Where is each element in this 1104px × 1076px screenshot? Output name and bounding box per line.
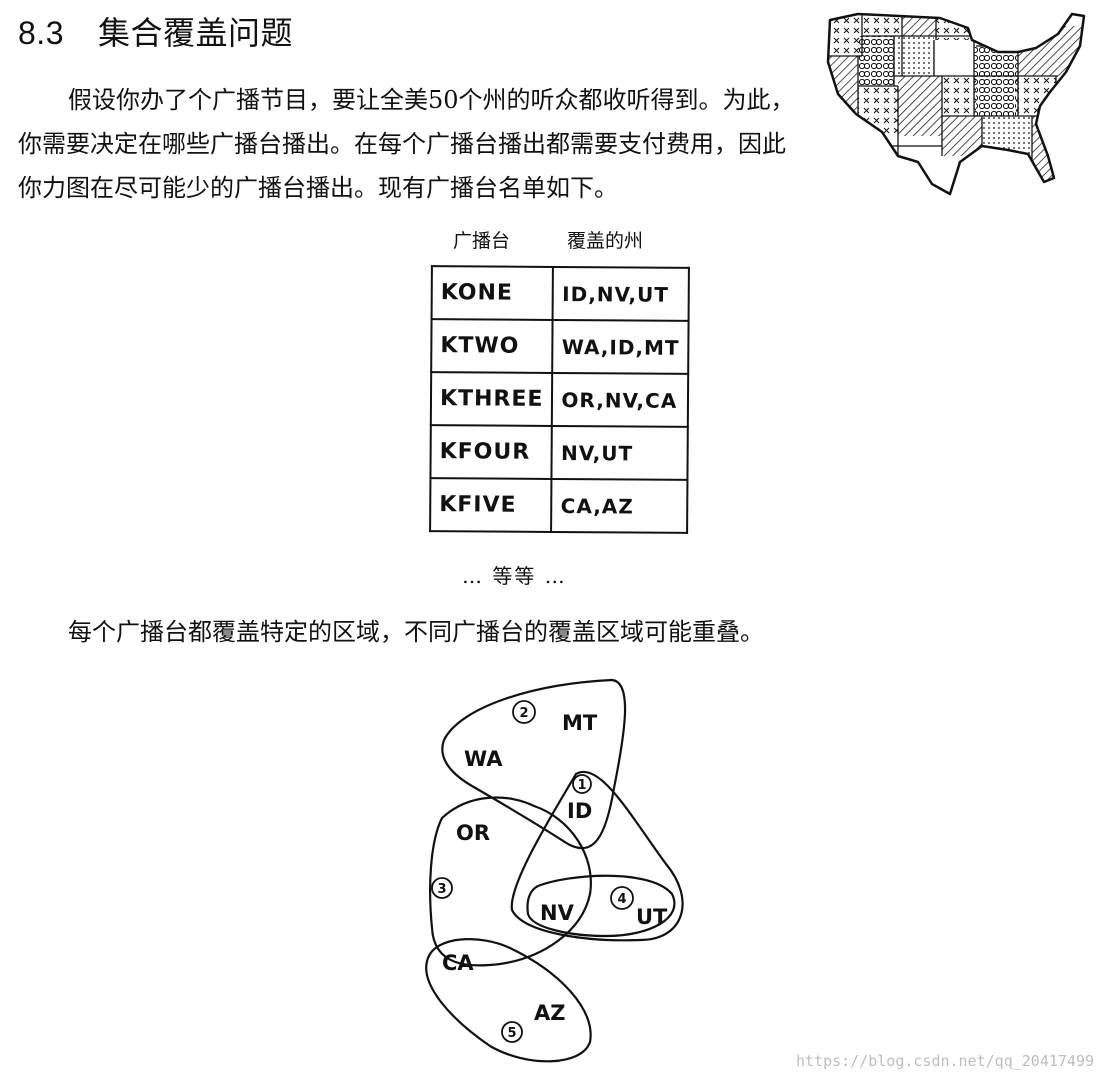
section-number: 8.3: [18, 15, 64, 51]
marker-circle-5: [501, 1021, 523, 1043]
station-name: KFOUR: [430, 425, 553, 479]
region-ktwo: [441, 678, 627, 850]
table-header-states: 覆盖的州: [567, 230, 644, 252]
section-title: 集合覆盖问题: [97, 15, 293, 51]
station-states: CA,AZ: [551, 478, 688, 533]
coverage-diagram: MT WA ID OR NV UT CA AZ 1 2 3 4 5: [425, 678, 684, 1063]
section-heading: 8.3 集合覆盖问题: [18, 8, 293, 54]
region-kfive: [425, 938, 592, 1063]
station-states: NV,UT: [551, 425, 689, 480]
table-header-station: 广播台: [453, 230, 511, 252]
state-label-nv: NV: [540, 901, 575, 925]
marker-circle-1: [572, 774, 592, 794]
marker-3: 3: [437, 882, 446, 897]
station-states: OR,NV,CA: [552, 372, 689, 427]
state-label-id: ID: [567, 799, 592, 823]
state-label-mt: MT: [562, 711, 598, 735]
state-label-wa: WA: [464, 747, 503, 771]
table-etc: … 等等 …: [462, 564, 567, 588]
marker-1: 1: [577, 778, 586, 793]
station-states: ID,NV,UT: [553, 266, 690, 321]
intro-paragraph: 假设你办了个广播节目，要让全美50个州的听众都收听得到。为此，你需要决定在哪些广…: [18, 86, 795, 202]
state-label-ca: CA: [442, 951, 474, 975]
marker-4: 4: [617, 892, 626, 907]
marker-circle-3: [431, 877, 453, 899]
marker-circle-2: [512, 700, 536, 724]
region-kfour: [526, 874, 676, 938]
overlap-paragraph: 每个广播台都覆盖特定的区域，不同广播台的覆盖区域可能重叠。: [68, 618, 764, 646]
usa-map-icon: [826, 12, 1086, 196]
station-states: WA,ID,MT: [552, 319, 689, 374]
watermark: https://blog.csdn.net/qq_20417499: [795, 1052, 1094, 1070]
station-name: KFIVE: [430, 478, 552, 532]
region-kone: [510, 770, 684, 942]
state-label-ut: UT: [636, 905, 668, 929]
region-kthree: [429, 796, 592, 967]
state-label-az: AZ: [534, 1001, 565, 1025]
station-name: KTWO: [431, 319, 554, 373]
station-name: KONE: [431, 266, 554, 320]
marker-2: 2: [519, 706, 528, 721]
marker-5: 5: [507, 1026, 516, 1041]
marker-circle-4: [610, 886, 634, 910]
station-name: KTHREE: [430, 372, 553, 426]
state-label-or: OR: [456, 821, 490, 845]
